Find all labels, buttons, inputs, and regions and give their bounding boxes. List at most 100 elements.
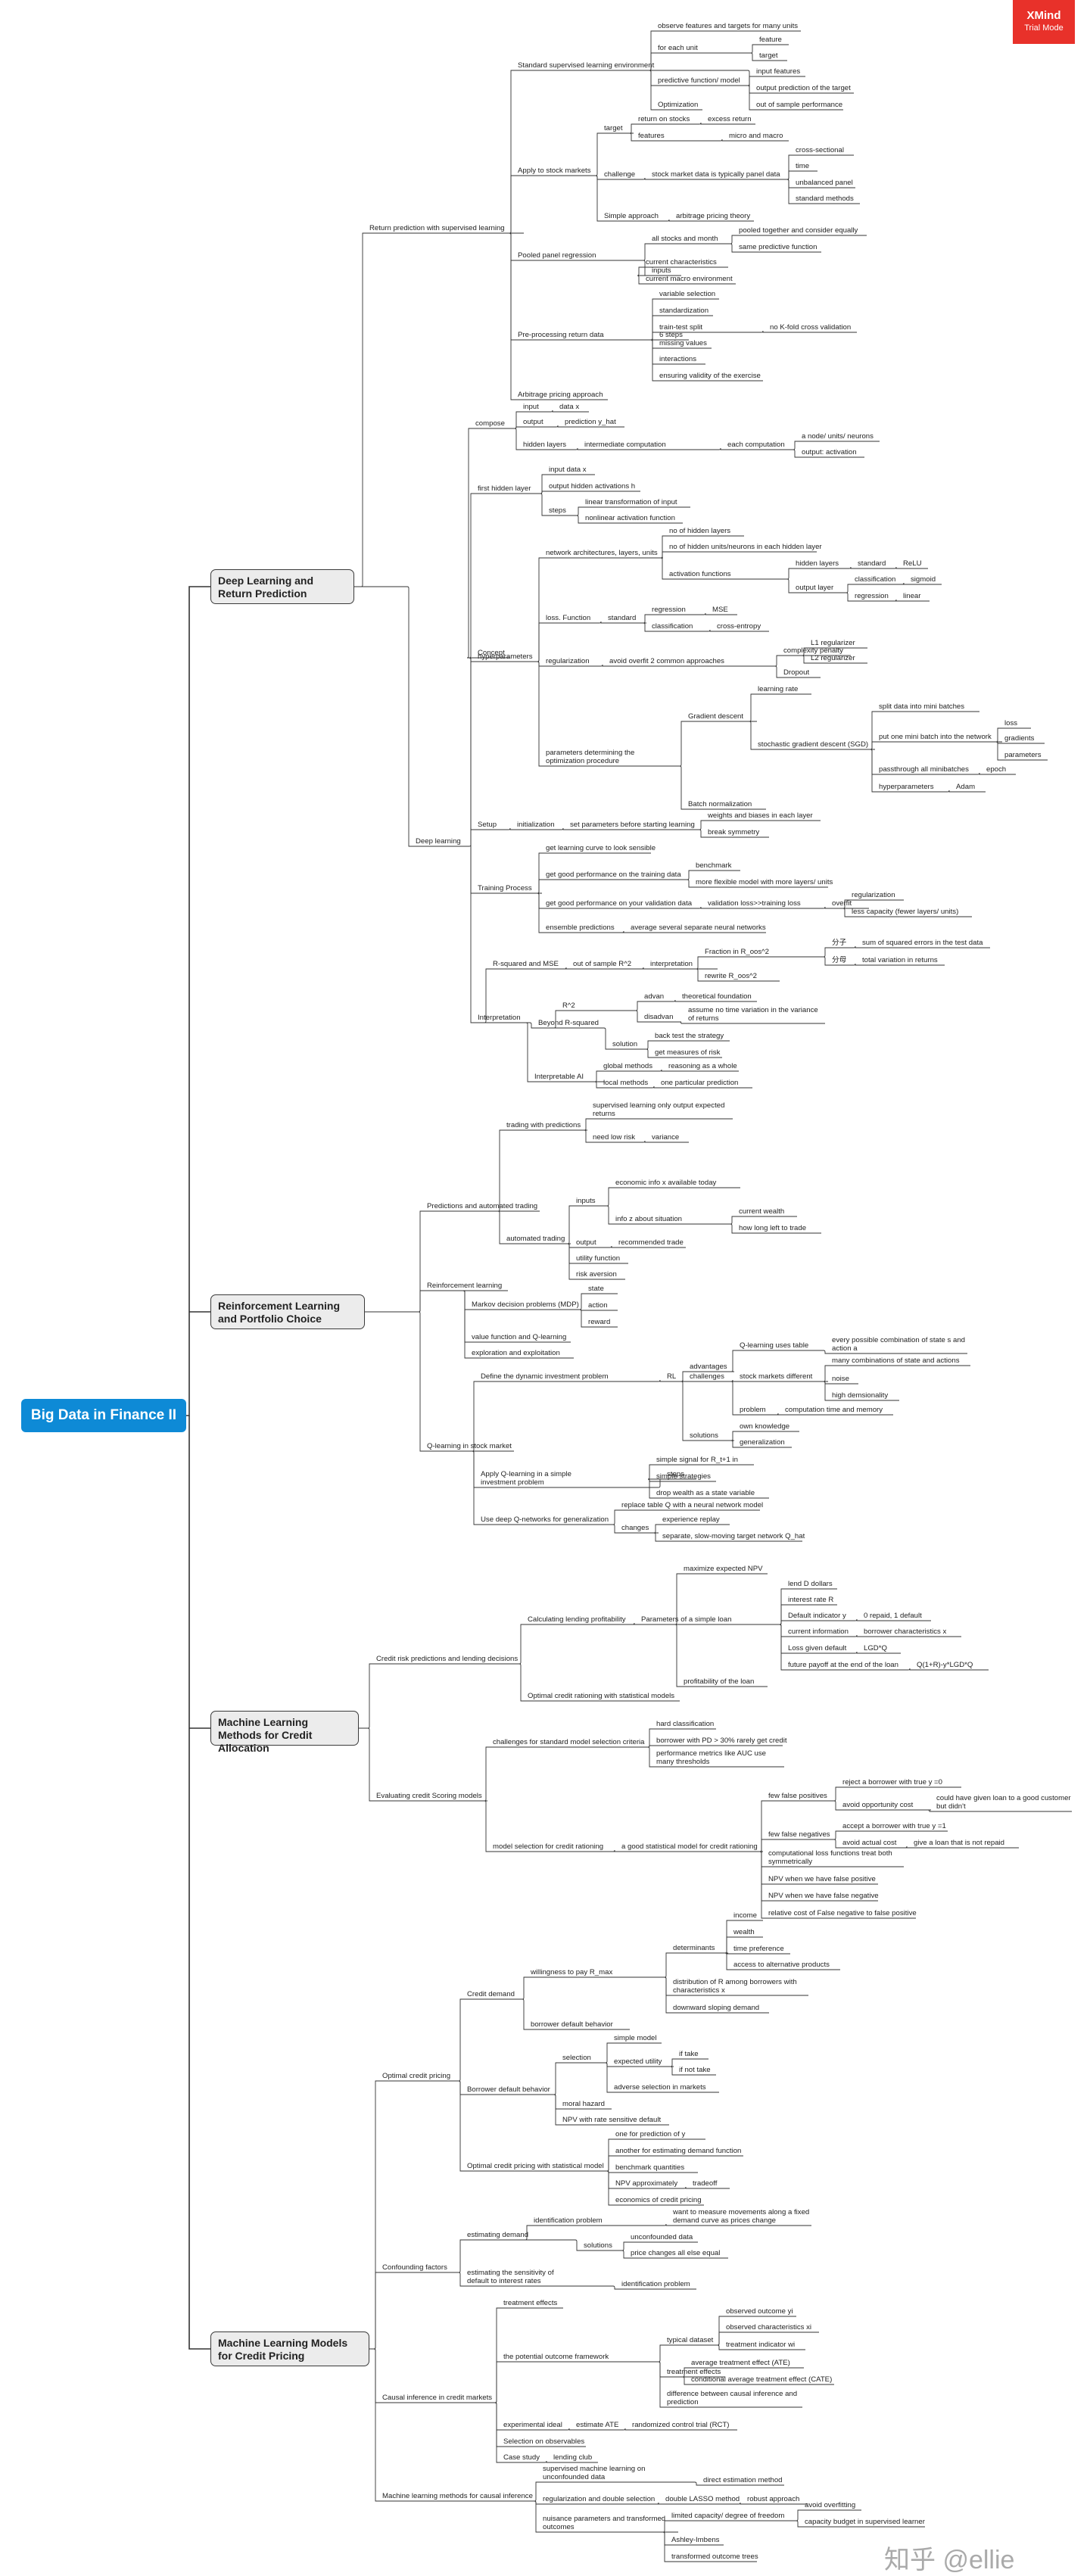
topic-b77[interactable]: out of sample R^2 <box>573 960 632 968</box>
topic-a3[interactable]: observe features and targets for many un… <box>658 22 799 30</box>
topic-e56[interactable]: direct estimation method <box>703 2476 783 2484</box>
topic-a29[interactable]: same predictive function <box>739 243 818 251</box>
topic-e6[interactable]: wealth <box>733 1928 755 1936</box>
topic-b26[interactable]: ReLU <box>903 559 922 568</box>
topic-c35[interactable]: computation time and memory <box>785 1406 883 1414</box>
topic-d11[interactable]: Loss given default <box>788 1644 847 1652</box>
topic-a9[interactable]: output prediction of the target <box>756 84 851 92</box>
topic-c7[interactable]: inputs <box>576 1197 596 1205</box>
topic-e21[interactable]: Optimal credit pricing with statistical … <box>467 2162 604 2170</box>
topic-d10[interactable]: borrower characteristics x <box>864 1628 947 1636</box>
topic-b5[interactable]: data x <box>559 403 580 411</box>
topic-b51[interactable]: gradients <box>1004 734 1035 743</box>
topic-e36[interactable]: identification problem <box>621 2280 690 2288</box>
topic-b36[interactable]: classification <box>652 622 693 631</box>
topic-a38[interactable]: no K-fold cross validation <box>770 323 852 332</box>
topic-d21[interactable]: performance metrics like AUC use many th… <box>656 1749 767 1766</box>
topic-b70[interactable]: overfit <box>832 899 852 908</box>
topic-b21[interactable]: no of hidden layers <box>669 527 731 535</box>
topic-e51[interactable]: Selection on observables <box>503 2437 585 2446</box>
topic-a18[interactable]: challenge <box>604 170 636 179</box>
topic-b74[interactable]: average several separate neural networks <box>631 924 766 932</box>
topic-b8[interactable]: hidden layers <box>523 441 567 449</box>
topic-e55[interactable]: supervised machine learning on unconfoun… <box>543 2465 646 2481</box>
topic-b54[interactable]: epoch <box>986 765 1007 774</box>
topic-d32[interactable]: computational loss functions treat both … <box>768 1849 892 1866</box>
topic-c30[interactable]: stock markets different <box>740 1372 813 1381</box>
topic-b28[interactable]: classification <box>855 575 896 584</box>
topic-e24[interactable]: benchmark quantities <box>615 2163 685 2172</box>
topic-e34[interactable]: price changes all else equal <box>631 2249 721 2257</box>
topic-c28[interactable]: every possible combination of state s an… <box>832 1336 965 1353</box>
topic-c32[interactable]: noise <box>832 1375 849 1383</box>
topic-b55[interactable]: hyperparameters <box>879 783 934 791</box>
topic-e12[interactable]: Borrower default behavior <box>467 2085 550 2094</box>
topic-e52[interactable]: Case study <box>503 2453 540 2462</box>
topic-b23[interactable]: activation functions <box>669 570 731 578</box>
topic-d16[interactable]: Optimal credit rationing with statistica… <box>528 1692 675 1700</box>
topic-d31[interactable]: give a loan that is not repaid <box>914 1839 1005 1847</box>
topic-c34[interactable]: problem <box>740 1406 766 1414</box>
topic-b94[interactable]: Interpretable AI <box>534 1073 584 1081</box>
topic-a17[interactable]: micro and macro <box>729 132 783 140</box>
topic-b95[interactable]: global methods <box>603 1062 653 1070</box>
topic-c21[interactable]: value function and Q-learning <box>472 1333 567 1341</box>
topic-b86[interactable]: R^2 <box>562 1001 575 1010</box>
topic-d17[interactable]: Evaluating credit Scoring models <box>376 1792 482 1800</box>
topic-d34[interactable]: NPV when we have false negative <box>768 1892 879 1900</box>
topic-c16[interactable]: Reinforcement learning <box>427 1282 503 1290</box>
topic-b20[interactable]: network architectures, layers, units <box>546 549 658 557</box>
main-topic-2[interactable]: Reinforcement Learning and Portfolio Cho… <box>210 1294 365 1329</box>
topic-b14[interactable]: input data x <box>549 466 587 474</box>
topic-a31[interactable]: current characteristics <box>646 258 717 266</box>
topic-c19[interactable]: action <box>588 1301 608 1310</box>
topic-a26[interactable]: Pooled panel regression <box>518 251 596 260</box>
topic-d15[interactable]: profitability of the loan <box>684 1677 755 1686</box>
topic-b93[interactable]: get measures of risk <box>655 1048 721 1057</box>
topic-e29[interactable]: estimating demand <box>467 2231 529 2239</box>
topic-a16[interactable]: features <box>638 132 665 140</box>
topic-b25[interactable]: standard <box>858 559 886 568</box>
topic-b24[interactable]: hidden layers <box>796 559 839 568</box>
topic-e20[interactable]: NPV with rate sensitive default <box>562 2116 662 2124</box>
topic-c40[interactable]: steps <box>667 1470 684 1478</box>
topic-a27[interactable]: all stocks and month <box>652 235 718 243</box>
topic-b1[interactable]: Deep learning <box>416 837 461 846</box>
topic-b76[interactable]: R-squared and MSE <box>493 960 559 968</box>
topic-c18[interactable]: state <box>588 1285 604 1293</box>
topic-e39[interactable]: the potential outcome framework <box>503 2353 609 2361</box>
topic-b45[interactable]: Gradient descent <box>688 712 744 721</box>
topic-c3[interactable]: supervised learning only output expected… <box>593 1101 725 1118</box>
topic-b38[interactable]: regularization <box>546 657 590 665</box>
topic-e61[interactable]: limited capacity/ degree of freedom <box>671 2512 785 2520</box>
topic-d2[interactable]: Calculating lending profitability <box>528 1615 626 1624</box>
topic-c26[interactable]: advantages <box>690 1363 727 1371</box>
topic-e28[interactable]: Confounding factors <box>382 2263 447 2272</box>
topic-b41[interactable]: L1 regularizer <box>811 639 855 647</box>
topic-e33[interactable]: unconfounded data <box>631 2233 693 2241</box>
topic-c29[interactable]: challenges <box>690 1372 724 1381</box>
topic-a37[interactable]: train-test split <box>659 323 703 332</box>
topic-d5[interactable]: lend D dollars <box>788 1580 833 1588</box>
topic-b98[interactable]: one particular prediction <box>661 1079 739 1087</box>
topic-b34[interactable]: regression <box>652 606 686 614</box>
topic-b35[interactable]: MSE <box>712 606 728 614</box>
topic-b58[interactable]: Setup <box>478 821 497 829</box>
topic-b50[interactable]: loss <box>1004 719 1018 727</box>
topic-c9[interactable]: info z about situation <box>615 1215 683 1223</box>
topic-e64[interactable]: Ashley-Imbens <box>671 2536 720 2544</box>
topic-b60[interactable]: set parameters before starting learning <box>570 821 695 829</box>
topic-e46[interactable]: conditional average treatment effect (CA… <box>691 2375 833 2384</box>
topic-a33[interactable]: Pre-processing return data <box>518 331 604 339</box>
topic-e57[interactable]: regularization and double selection <box>543 2495 656 2503</box>
topic-b97[interactable]: local methods <box>603 1079 649 1087</box>
topic-b64[interactable]: get learning curve to look sensible <box>546 844 656 852</box>
topic-e7[interactable]: time preference <box>733 1945 784 1953</box>
topic-e58[interactable]: double LASSO method <box>665 2495 740 2503</box>
topic-e5[interactable]: income <box>733 1911 757 1920</box>
central-topic[interactable]: Big Data in Finance II <box>21 1399 186 1432</box>
topic-b46[interactable]: learning rate <box>758 685 799 693</box>
topic-d9[interactable]: current information <box>788 1628 849 1636</box>
main-topic-1[interactable]: Deep Learning and Return Prediction <box>210 569 354 604</box>
topic-e11[interactable]: borrower default behavior <box>531 2020 613 2029</box>
